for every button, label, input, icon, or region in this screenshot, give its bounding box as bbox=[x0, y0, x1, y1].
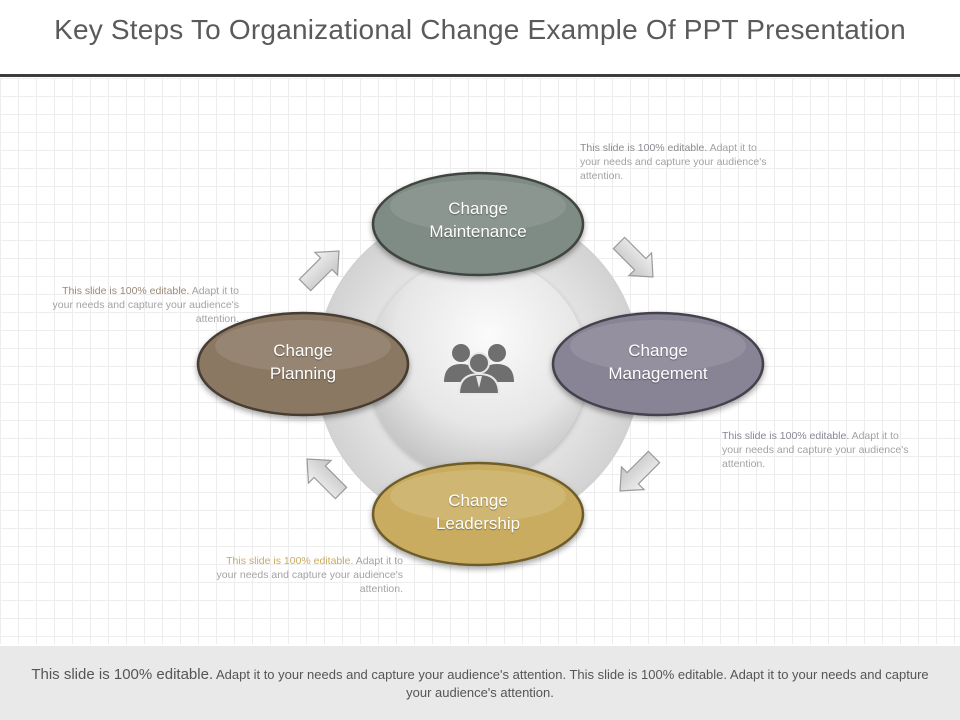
footer-rest: Adapt it to your needs and capture your … bbox=[213, 667, 929, 700]
arrow-up-left bbox=[306, 458, 348, 500]
title-divider bbox=[0, 74, 960, 77]
note-right: This slide is 100% editable. Adapt it to… bbox=[722, 429, 917, 471]
node-change-management bbox=[551, 311, 765, 417]
note-top-right-text: Adapt it to your needs and capture your … bbox=[580, 142, 767, 182]
node-change-planning bbox=[196, 311, 410, 417]
note-top-right: This slide is 100% editable. Adapt it to… bbox=[580, 141, 775, 183]
note-left: This slide is 100% editable. Adapt it to… bbox=[44, 284, 239, 326]
label-change-management: Change Management bbox=[608, 341, 708, 383]
people-group-icon bbox=[444, 344, 514, 395]
note-bottom-text: Adapt it to your needs and capture your … bbox=[216, 555, 403, 595]
note-bottom-lead: This slide is 100% editable. bbox=[226, 555, 354, 567]
note-left-lead: This slide is 100% editable. bbox=[62, 285, 190, 297]
page-title: Key Steps To Organizational Change Examp… bbox=[54, 14, 906, 45]
arrow-down-right bbox=[612, 236, 654, 278]
node-change-maintenance bbox=[371, 171, 585, 277]
note-top-right-lead: This slide is 100% editable. bbox=[580, 142, 708, 154]
arrow-down-left bbox=[619, 450, 661, 492]
note-left-text: Adapt it to your needs and capture your … bbox=[52, 285, 239, 325]
footer-text: This slide is 100% editable. Adapt it to… bbox=[20, 666, 940, 702]
label-change-maintenance: Change Maintenance bbox=[429, 199, 527, 241]
footer-bar: This slide is 100% editable. Adapt it to… bbox=[0, 646, 960, 720]
note-right-text: Adapt it to your needs and capture your … bbox=[722, 430, 909, 470]
note-right-lead: This slide is 100% editable. bbox=[722, 430, 850, 442]
label-change-planning: Change Planning bbox=[269, 341, 337, 383]
label-change-leadership: Change Leadership bbox=[435, 491, 521, 533]
node-change-leadership bbox=[371, 461, 585, 567]
arrow-up-right bbox=[298, 250, 340, 292]
note-bottom: This slide is 100% editable. Adapt it to… bbox=[208, 554, 403, 596]
footer-lead: This slide is 100% editable. bbox=[31, 666, 214, 683]
